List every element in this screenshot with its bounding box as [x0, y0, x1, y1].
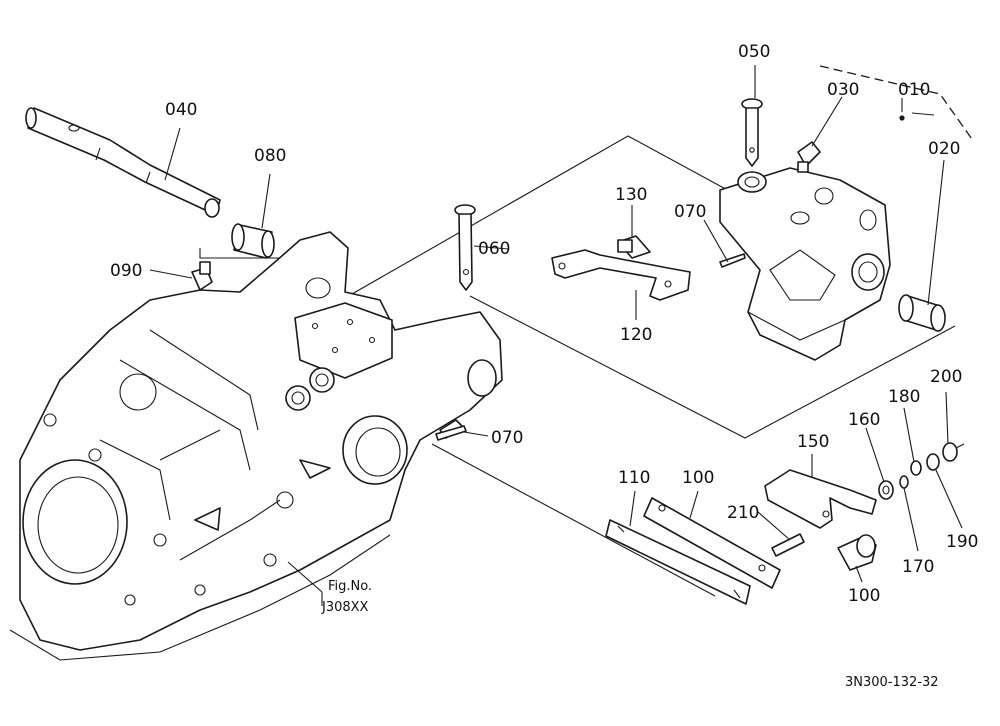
shaft-040	[25, 107, 221, 218]
bushing-020	[898, 294, 946, 332]
callout-070-upper: 070	[674, 202, 706, 222]
nut-190	[926, 453, 940, 471]
washer-170	[899, 475, 909, 489]
washer-160	[878, 480, 894, 500]
pin-060	[454, 204, 476, 291]
nut-200	[942, 442, 965, 462]
cotter-pin-070-lower	[435, 425, 467, 441]
callout-090: 090	[110, 261, 142, 281]
callout-140: 130	[615, 185, 647, 205]
callout-080: 080	[254, 146, 286, 166]
pin-050	[741, 98, 763, 167]
figure-reference: Fig.No. J308XX	[321, 579, 372, 615]
assembly-group-bracket	[819, 65, 975, 143]
callout-050: 050	[738, 42, 770, 62]
callout-040: 040	[165, 100, 197, 120]
callout-170: 170	[902, 557, 934, 577]
washer-180	[910, 460, 922, 476]
part-callouts: 040 080 090 060 050 030 010 020 130 070 …	[110, 42, 978, 606]
callout-010: 010	[898, 80, 930, 100]
callout-030: 030	[827, 80, 859, 100]
bolt-100	[837, 534, 877, 571]
callout-110: 100	[682, 468, 714, 488]
plate-110	[643, 497, 781, 589]
bushing-080	[231, 223, 275, 259]
plate-120	[605, 519, 751, 605]
arm-130	[551, 249, 691, 301]
bracket-150	[764, 469, 877, 529]
transmission-housing	[9, 231, 503, 661]
drawing-code: 3N300-132-32	[845, 675, 939, 690]
callout-070-lower: 070	[491, 428, 523, 448]
assembly-outline-lines	[199, 135, 956, 597]
fitting-030	[797, 141, 821, 173]
callout-130: 120	[620, 325, 652, 345]
stud-210	[771, 533, 805, 557]
callout-180: 180	[888, 387, 920, 407]
callout-120: 110	[618, 468, 650, 488]
callout-leaders	[149, 65, 963, 606]
fitting-090	[191, 261, 213, 291]
callout-200: 200	[930, 367, 962, 387]
callout-060: 060	[478, 239, 510, 259]
figure-ref-line2: J308XX	[321, 600, 369, 615]
callout-100: 100	[848, 586, 880, 606]
figure-ref-line1: Fig.No.	[328, 579, 372, 594]
callout-150: 150	[797, 432, 829, 452]
cotter-pin-070-upper	[719, 253, 746, 268]
callout-190: 190	[946, 532, 978, 552]
callout-020: 020	[928, 139, 960, 159]
bracket-010	[719, 167, 891, 361]
fitting-140	[617, 235, 651, 259]
callout-210: 210	[727, 503, 759, 523]
callout-160: 160	[848, 410, 880, 430]
